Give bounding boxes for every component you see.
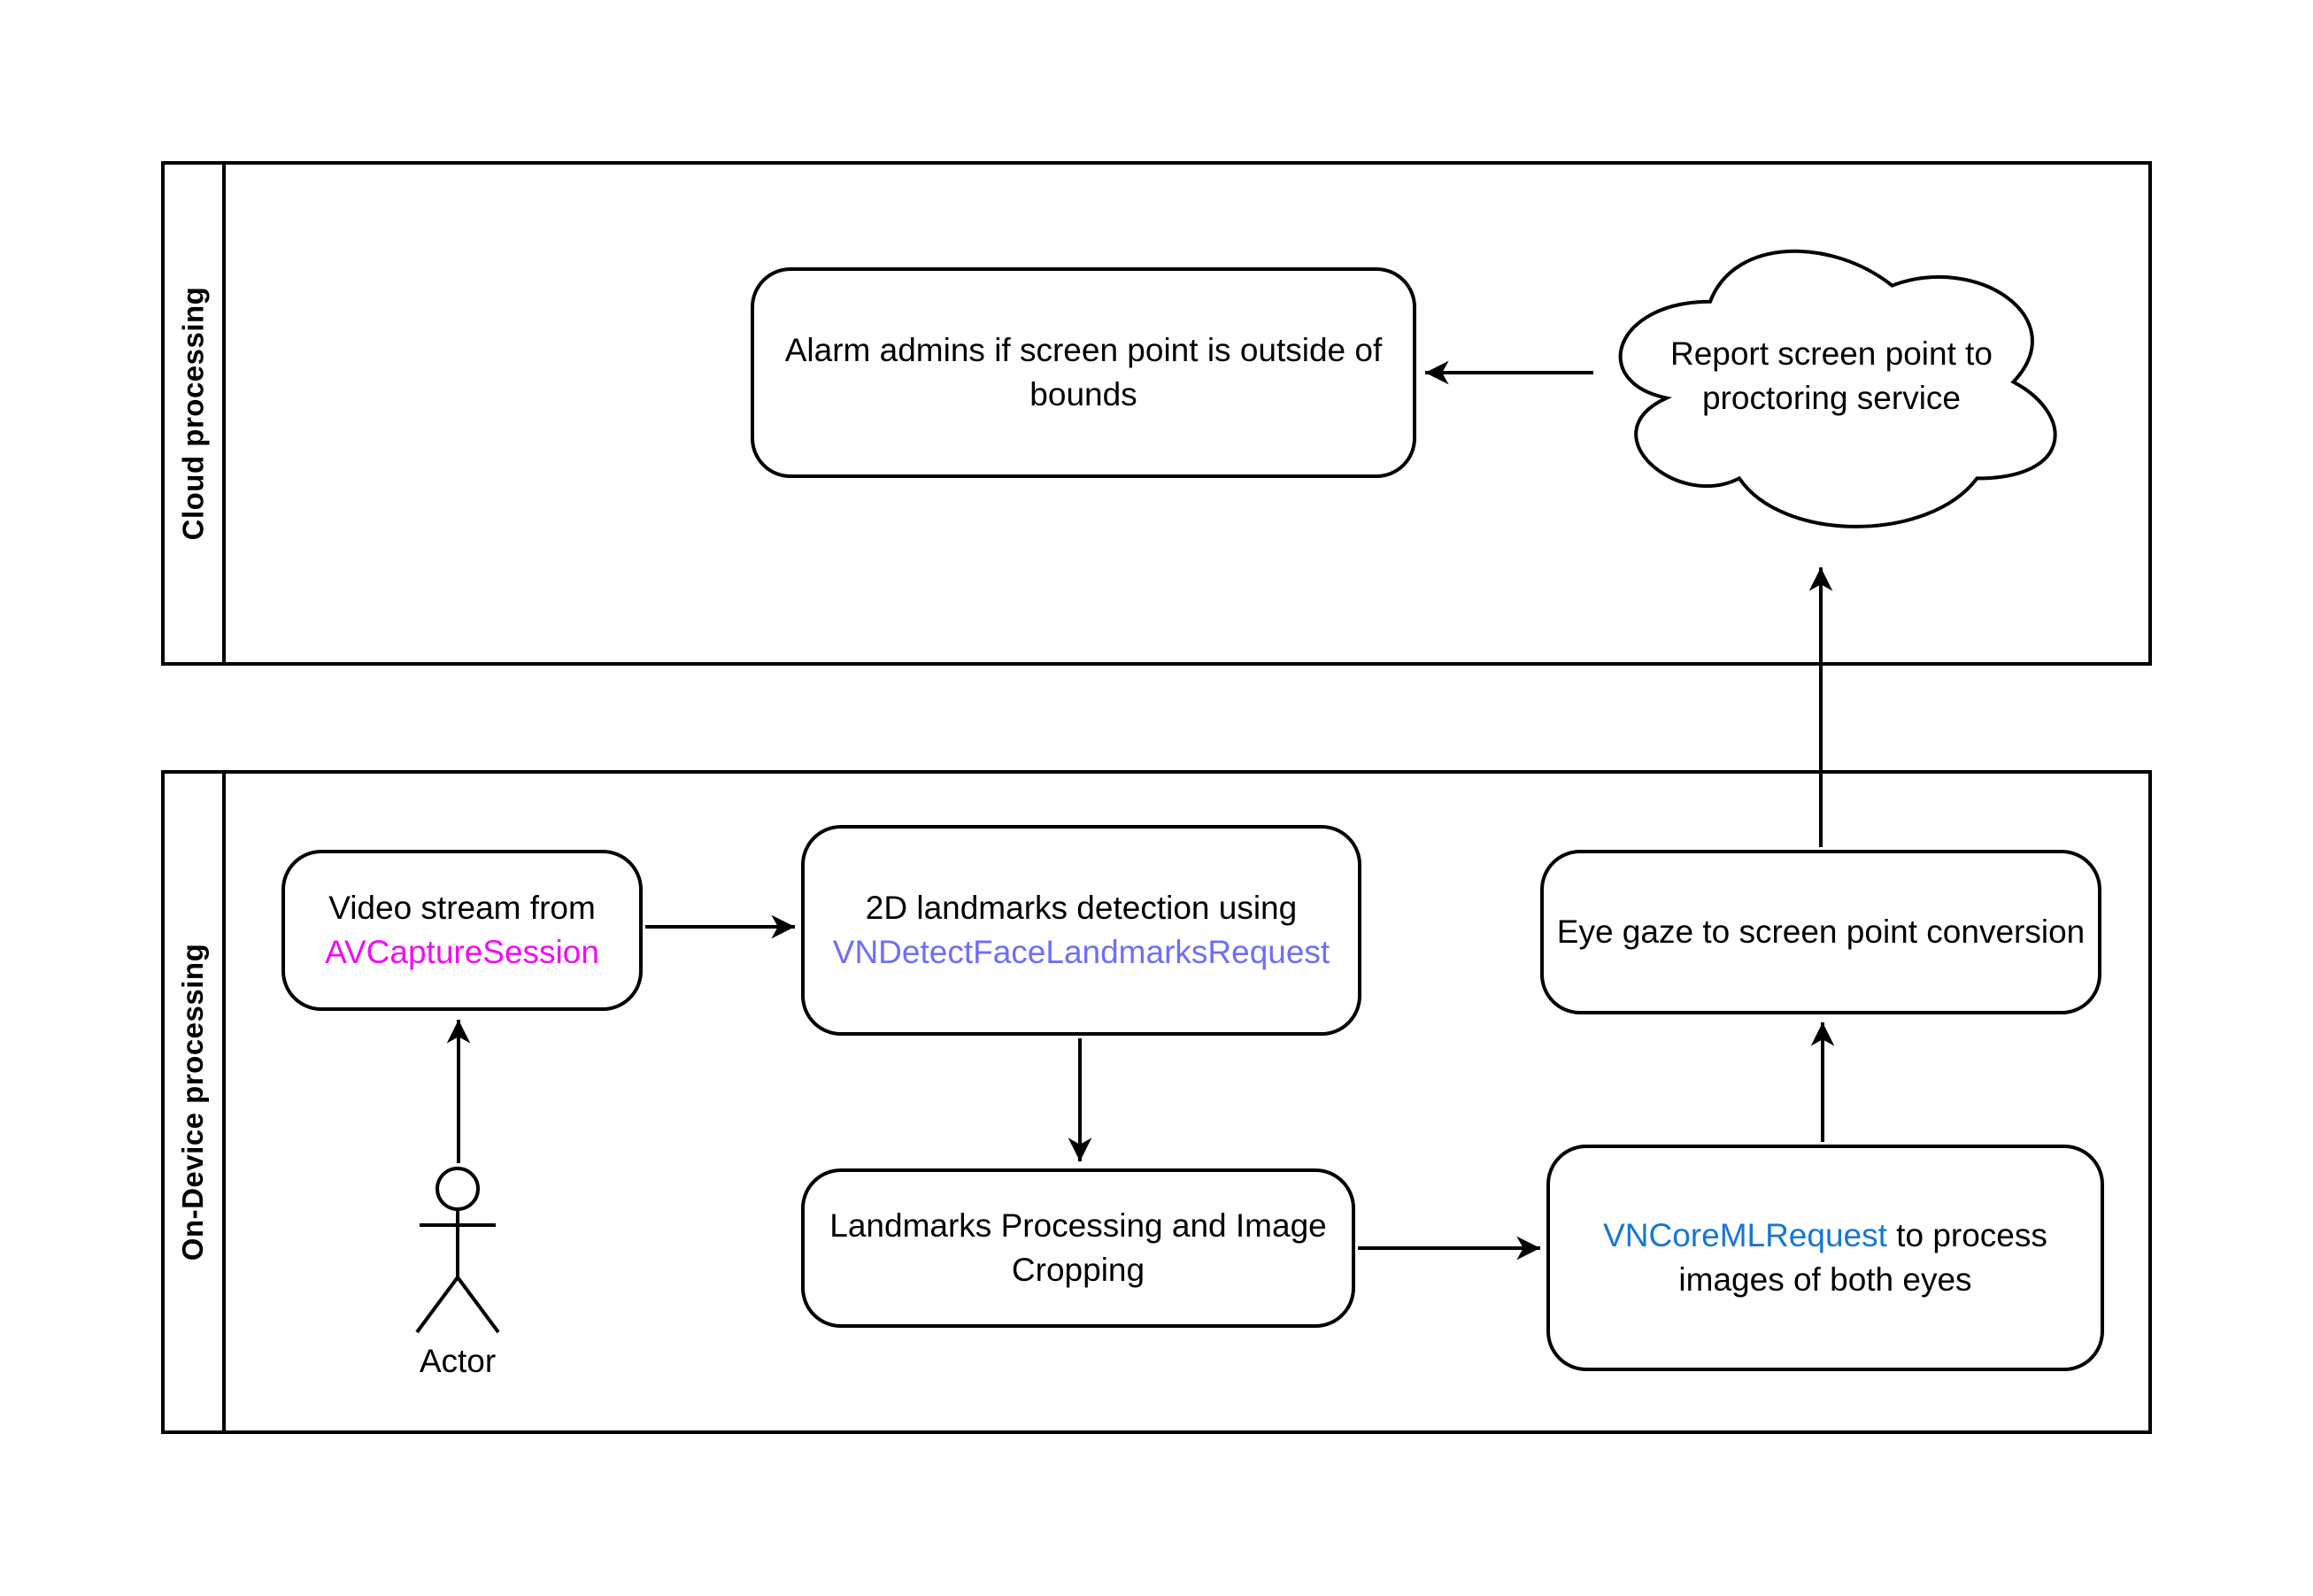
cloud-report-line2: proctoring service <box>1701 380 1961 416</box>
lane-cloud-processing: Cloud processing <box>161 161 2152 666</box>
actor-label: Actor <box>419 1343 497 1379</box>
node-2d-landmarks-line1: 2D landmarks detection using <box>865 890 1298 926</box>
node-vncoreml-rest: to process <box>1886 1217 2047 1253</box>
node-2d-landmarks-vndetectfacelandmarksrequest: VNDetectFaceLandmarksRequest <box>832 934 1330 970</box>
actor-figure <box>415 1167 500 1334</box>
node-video-stream: Video stream from AVCaptureSession <box>281 850 643 1011</box>
cloud-report-screen-point: Report screen point to proctoring servic… <box>1589 221 2074 531</box>
lane-on-device-processing: On-Device processing <box>161 770 2152 1434</box>
node-video-stream-avcapturesession: AVCaptureSession <box>325 934 599 970</box>
node-eye-gaze-conversion: Eye gaze to screen point conversion <box>1540 850 2101 1014</box>
node-landmarks-cropping-line1: Landmarks Processing and Image <box>829 1207 1327 1244</box>
lane-on-device-processing-header: On-Device processing <box>165 774 226 1430</box>
node-landmarks-cropping-line2: Cropping <box>1011 1252 1145 1288</box>
node-alarm-admins: Alarm admins if screen point is outside … <box>751 267 1416 478</box>
node-eye-gaze-conversion-line1: Eye gaze to screen point conversion <box>1556 914 2086 950</box>
actor-leg-right <box>456 1276 500 1334</box>
cloud-shape <box>1618 249 2057 528</box>
node-landmarks-cropping: Landmarks Processing and Image Cropping <box>801 1168 1355 1328</box>
actor-leg-left <box>415 1276 459 1334</box>
node-video-stream-line1: Video stream from <box>328 890 596 926</box>
node-alarm-admins-line2: bounds <box>1029 376 1137 412</box>
node-vncoreml-line2: images of both eyes <box>1678 1261 1972 1298</box>
node-vncoreml: VNCoreMLRequest to process images of bot… <box>1546 1145 2104 1371</box>
node-alarm-admins-line1: Alarm admins if screen point is outside … <box>784 332 1383 368</box>
cloud-report-line1: Report screen point to <box>1669 335 1993 372</box>
lane-cloud-processing-header: Cloud processing <box>165 165 226 662</box>
node-vncoreml-line1: VNCoreMLRequest to process <box>1603 1214 2047 1258</box>
node-2d-landmarks: 2D landmarks detection using VNDetectFac… <box>801 825 1361 1036</box>
node-vncoreml-keyword: VNCoreMLRequest <box>1603 1217 1887 1253</box>
actor-head <box>436 1167 480 1211</box>
